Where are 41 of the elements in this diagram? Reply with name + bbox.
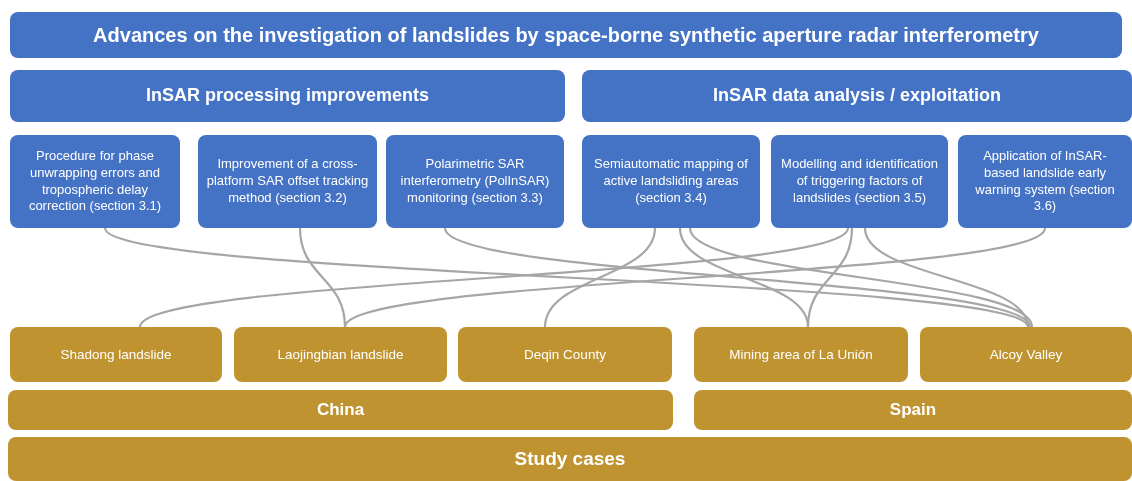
box-label: Application of InSAR-based landslide early warning system (section 3.6) (974, 147, 1116, 216)
connector-line (344, 227, 1046, 328)
box-label: InSAR data analysis / exploitation (712, 84, 1002, 108)
method-box (771, 135, 948, 228)
box-label: Study cases (514, 446, 626, 471)
connector-line (104, 227, 1029, 328)
method-box (582, 135, 760, 228)
study-case-box (920, 327, 1132, 382)
box-label: Alcoy Valley (989, 345, 1063, 364)
box-label: Polarimetric SAR interferometry (PolInSAR) monitoring (section 3.3) (399, 156, 551, 207)
study-cases-bar (8, 437, 1132, 481)
box-label: InSAR processing improvements (145, 84, 430, 108)
box-label: Laojingbian landslide (277, 345, 404, 364)
box-label: Deqin County (524, 345, 606, 364)
country-bar (8, 390, 673, 430)
study-case-box (458, 327, 672, 382)
category-header (582, 70, 1132, 122)
box-label: Spain (889, 398, 937, 421)
box-label: China (316, 398, 365, 421)
box-label: Shadong landslide (60, 345, 172, 364)
title-banner: Advances on the investigation of landslides by space-borne synthetic aperture radar interferometry (10, 12, 1122, 58)
box-label: Semiautomatic mapping of active landsliding areas (section 3.4) (593, 156, 749, 207)
study-case-box (10, 327, 222, 382)
method-box (386, 135, 564, 228)
connector-line (543, 227, 657, 328)
study-case-box (694, 327, 908, 382)
box-label: Modelling and identification of triggering factors of landslides (section 3.5) (780, 156, 939, 207)
connector-line (139, 227, 849, 328)
box-label: Mining area of La Unión (729, 345, 873, 364)
connector-line (444, 227, 1031, 328)
box-label: Procedure for phase unwrapping errors and tropospheric delay correction (section 3.1) (27, 147, 163, 216)
category-header (10, 70, 565, 122)
study-case-box (234, 327, 447, 382)
method-box (10, 135, 180, 228)
country-bar (694, 390, 1132, 430)
connector-line (806, 227, 854, 328)
connector-line (689, 227, 1033, 328)
method-box (198, 135, 377, 228)
connector-line (863, 227, 1030, 328)
method-box (958, 135, 1132, 228)
box-label: Improvement of a cross-platform SAR offset tracking method (section 3.2) (206, 156, 369, 207)
